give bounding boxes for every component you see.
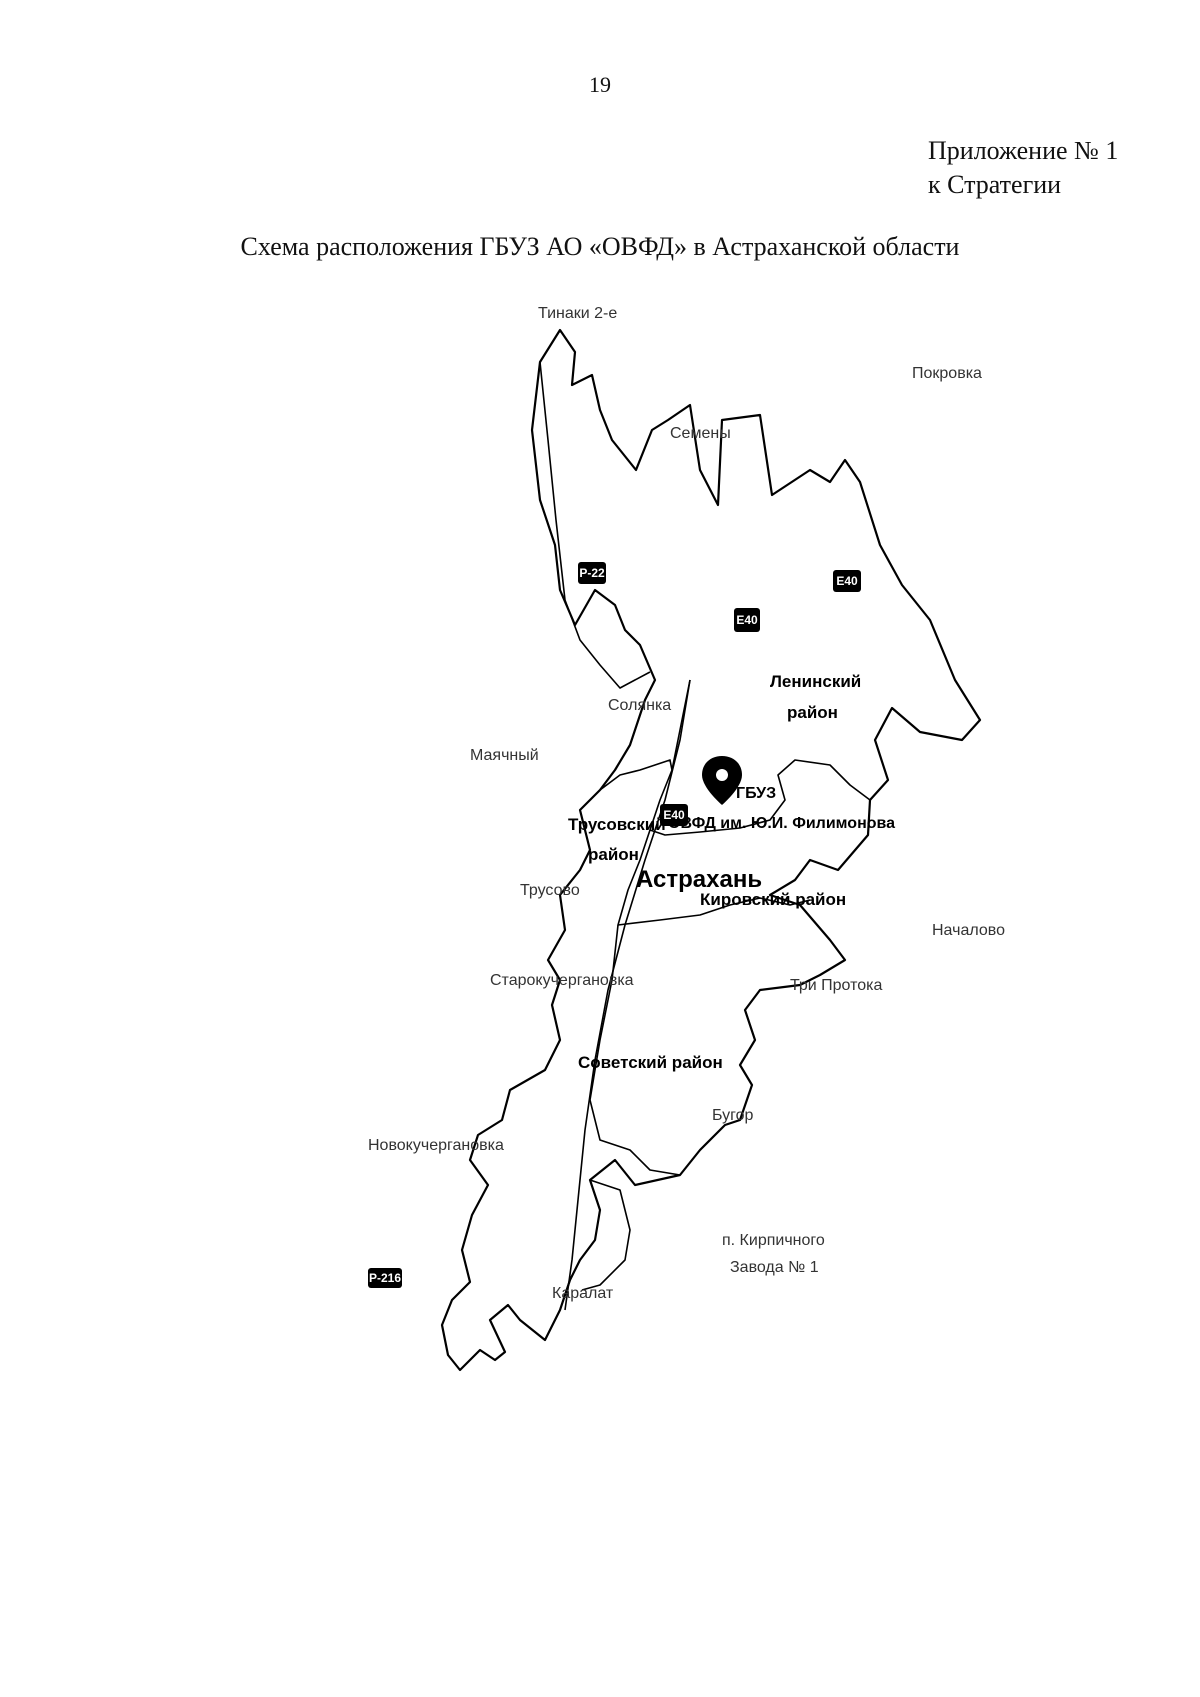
settlement-label: Бугор [712,1107,754,1124]
district-label: Ленинский [770,672,861,691]
road-shield-icon: Р-22 [578,562,606,584]
settlement-label: Солянка [608,697,671,714]
map-pin-icon [702,756,742,805]
settlement-label: Трусово [520,882,580,899]
road-shield-icon: Е40 [833,570,861,592]
road-shield-label: Е40 [836,574,858,588]
hospital-label-line2: ОВФД им. Ю.И. Филимонова [668,815,895,832]
settlement-label: Маячный [470,747,539,764]
district-label: район [787,703,838,722]
page-number: 19 [589,72,611,97]
appendix-line-1: Приложение № 1 [928,136,1119,165]
district-label: район [588,845,639,864]
settlement-label: Старокучергановка [490,972,634,989]
road-shield-icon: Е40 [660,804,688,826]
settlement-label: Каралат [552,1285,614,1302]
kirovsky-boundary [617,829,811,926]
settlement-label: Семены [670,425,731,442]
south-boundary [581,1179,631,1291]
leninsky-boundary [649,679,871,836]
district-label: Трусовский [568,815,666,834]
road-shield-label: Е40 [663,808,685,822]
volga-channel [564,679,691,1311]
sovetsky-boundary [589,924,681,1176]
district-label: Кировский район [700,890,846,909]
district-label: Советский район [578,1053,723,1072]
road-shield-label: Е40 [736,613,758,627]
hospital-label-line1: ГБУЗ [736,785,776,802]
trusovsky-boundary [599,759,673,791]
road-shield-label: Р-22 [579,566,605,580]
west-boundary [539,361,651,689]
road-shield-icon: Е40 [734,608,760,632]
road-shield-label: Р-216 [369,1271,401,1285]
settlement-label: п. Кирпичного [722,1232,825,1249]
appendix-line-2: к Стратегии [928,170,1062,199]
road-shield-icon: Р-216 [368,1268,402,1288]
map-title: Схема расположения ГБУЗ АО «ОВФД» в Астр… [240,232,960,261]
settlement-label: Началово [932,922,1005,939]
settlement-label: Завода № 1 [730,1259,819,1276]
settlement-label: Новокучергановка [368,1137,504,1154]
appendix-note: Приложение № 1 к Стратегии [928,134,1118,202]
settlement-label: Три Протока [790,977,883,994]
city-label: Астрахань [636,866,762,893]
settlement-label: Тинаки 2-е [538,305,617,322]
region-outline [440,328,982,1372]
settlement-label: Покровка [912,365,982,382]
